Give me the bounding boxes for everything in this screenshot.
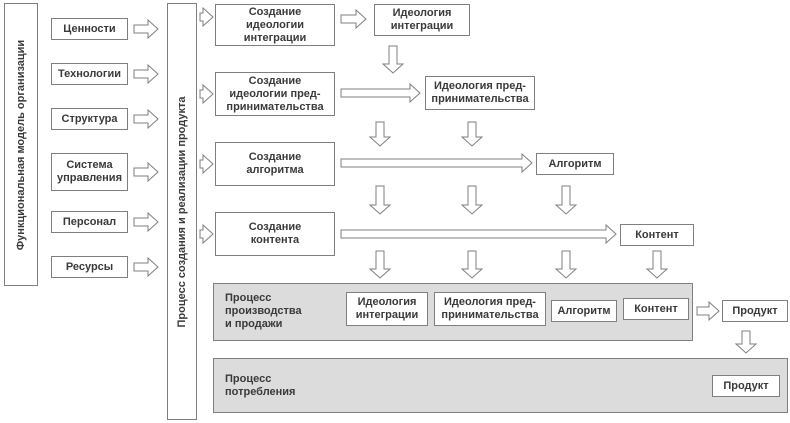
- production-product-arrow: [696, 300, 720, 322]
- stage-algorithm: Создание алгоритма: [215, 142, 335, 186]
- functional-model-title: Функциональная модель организации: [15, 39, 27, 250]
- result-integration-ideology: Идеология интеграции: [374, 4, 470, 36]
- left-item-arrow-0: [133, 18, 159, 40]
- consumption-product: Продукт: [712, 375, 780, 397]
- production-integration-ideology: Идеология интеграции: [346, 292, 428, 326]
- left-item-arrow-3: [133, 161, 159, 183]
- functional-model-column: Функциональная модель организации: [4, 3, 38, 286]
- process-column: Процесс создания и реализации продукта: [167, 3, 197, 420]
- stage-entrepreneurship-ideology: Создание идеологии пред- принимательства: [215, 72, 335, 116]
- down-arrow-r3a: [368, 185, 392, 215]
- production-content: Контент: [623, 298, 689, 320]
- stage-result-arrow-1: [340, 82, 421, 104]
- down-arrow-r3b: [460, 185, 484, 215]
- left-item-technologies: Технологии: [51, 63, 128, 85]
- left-item-structure: Структура: [51, 108, 128, 130]
- process-to-stage-arrow-1: [199, 83, 214, 105]
- left-item-arrow-4: [133, 211, 159, 233]
- down-arrow-r4a: [368, 250, 392, 279]
- process-to-stage-arrow-3: [199, 223, 214, 245]
- stage-result-arrow-2: [340, 152, 533, 174]
- process-to-stage-arrow-2: [199, 153, 214, 175]
- left-item-personnel: Персонал: [51, 211, 128, 233]
- down-arrow-r3c: [554, 185, 578, 215]
- production-product: Продукт: [722, 300, 788, 322]
- down-arrow-r2a: [368, 121, 392, 147]
- stage-integration-ideology: Создание идеологии интеграции: [215, 4, 335, 46]
- left-item-arrow-1: [133, 63, 159, 85]
- consumption-panel: [213, 358, 788, 413]
- production-label: Процесс производства и продажи: [225, 292, 302, 330]
- left-item-management-system: Система управления: [51, 153, 128, 191]
- left-item-arrow-5: [133, 256, 159, 278]
- product-consumption-arrow: [734, 330, 758, 354]
- stage-content: Создание контента: [215, 212, 335, 256]
- left-item-arrow-2: [133, 108, 159, 130]
- left-item-resources: Ресурсы: [51, 256, 128, 278]
- left-item-values: Ценности: [51, 18, 128, 40]
- production-entrepreneurship-ideology: Идеология пред- принимательства: [434, 292, 546, 326]
- down-arrow-r1: [381, 45, 405, 74]
- production-algorithm: Алгоритм: [551, 300, 617, 322]
- result-entrepreneurship-ideology: Идеология пред- принимательства: [425, 76, 535, 110]
- process-column-title: Процесс создания и реализации продукта: [176, 96, 188, 327]
- process-to-stage-arrow-0: [199, 6, 214, 28]
- down-arrow-r4c: [554, 250, 578, 279]
- result-algorithm: Алгоритм: [536, 153, 614, 175]
- consumption-label: Процесс потребления: [225, 373, 296, 398]
- down-arrow-r4d: [645, 250, 669, 279]
- result-content: Контент: [620, 224, 694, 246]
- down-arrow-r4b: [460, 250, 484, 279]
- down-arrow-r2b: [460, 121, 484, 147]
- stage-result-arrow-3: [340, 223, 617, 245]
- stage-result-arrow-0: [340, 8, 367, 30]
